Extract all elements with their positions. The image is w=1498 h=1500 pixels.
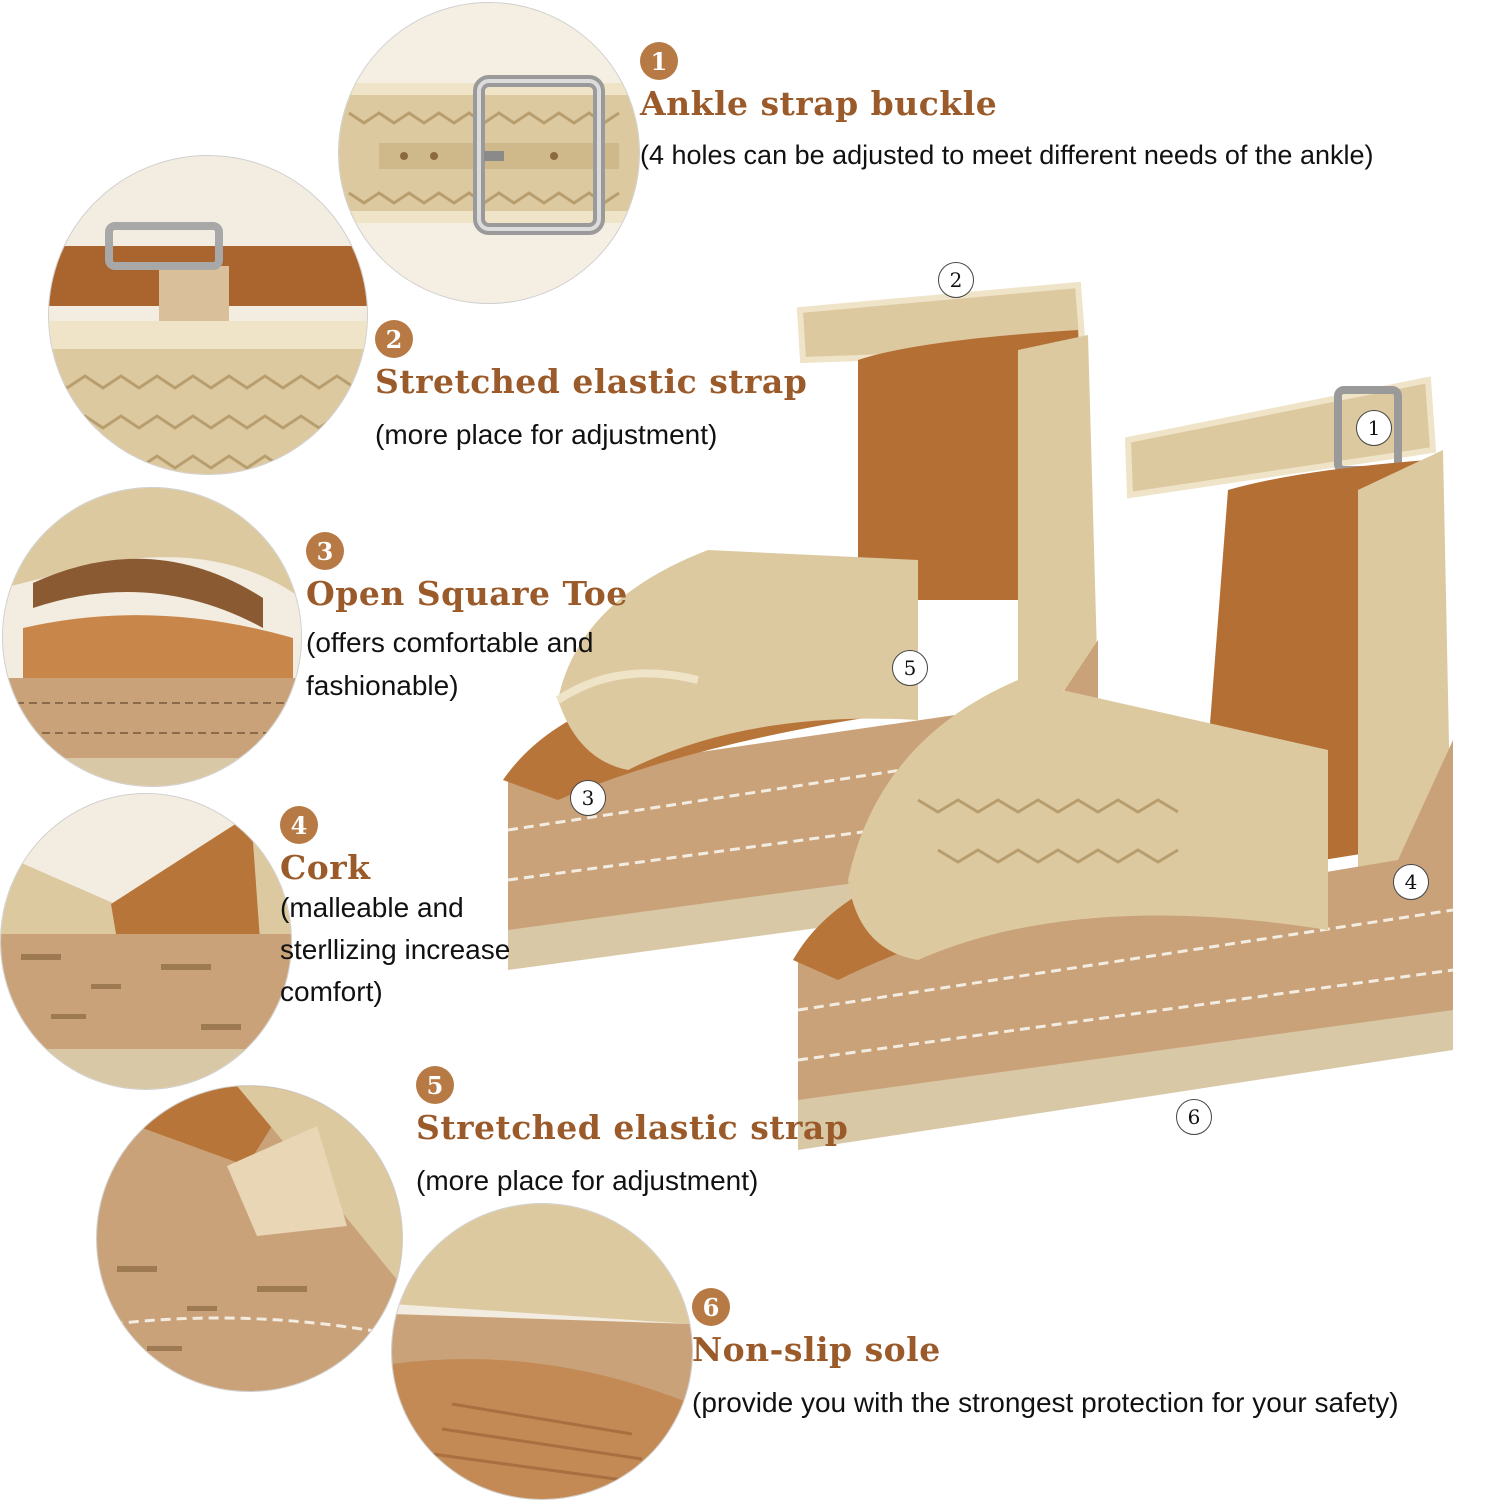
sole-detail-image: [392, 1204, 692, 1499]
product-marker-1: 1: [1356, 410, 1392, 446]
callout-number-badge: 1: [640, 42, 678, 80]
detail-circle-toe: [2, 487, 302, 787]
callout-number-badge: 3: [306, 532, 344, 570]
product-sandals-image: [503, 281, 1454, 1150]
callout-number-badge: 5: [416, 1066, 454, 1104]
callout-stretched-elastic-strap-side: 5 Stretched elastic strap (more place fo…: [416, 1066, 848, 1201]
callout-title: Open Square Toe: [306, 574, 628, 613]
detail-circle-cork: [0, 793, 292, 1090]
strap-detail-image: [49, 156, 367, 474]
detail-circle-elastic: [96, 1085, 403, 1392]
cork-detail-image: [1, 794, 291, 1089]
callout-ankle-strap-buckle: 1 Ankle strap buckle (4 holes can be adj…: [640, 42, 1373, 175]
product-marker-3: 3: [570, 780, 606, 816]
callout-stretched-elastic-strap-top: 2 Stretched elastic strap (more place fo…: [375, 320, 807, 455]
callout-non-slip-sole: 6 Non-slip sole (provide you with the st…: [692, 1288, 1399, 1423]
detail-circle-buckle: [338, 2, 640, 304]
product-marker-5: 5: [892, 650, 928, 686]
callout-description: (malleable and sterllizing increase comf…: [280, 892, 511, 1007]
product-marker-2: 2: [938, 262, 974, 298]
callout-title: Stretched elastic strap: [416, 1108, 849, 1147]
callout-description: (more place for adjustment): [375, 419, 718, 450]
front-sandal: [793, 376, 1454, 1150]
detail-circle-strap: [48, 155, 368, 475]
detail-circle-sole: [391, 1203, 693, 1500]
callout-number-badge: 2: [375, 320, 413, 358]
callout-description: (4 holes can be adjusted to meet differe…: [640, 140, 1374, 170]
callout-number-badge: 4: [280, 806, 318, 844]
callout-description: (provide you with the strongest protecti…: [692, 1387, 1399, 1418]
elastic-detail-image: [97, 1086, 402, 1391]
callout-open-square-toe: 3 Open Square Toe (offers comfortable an…: [306, 532, 628, 707]
product-marker-6: 6: [1176, 1099, 1212, 1135]
callout-title: Stretched elastic strap: [375, 362, 808, 401]
callout-title: Cork: [280, 848, 371, 887]
product-marker-4: 4: [1393, 864, 1429, 900]
toe-detail-image: [3, 488, 301, 786]
callout-description: (more place for adjustment): [416, 1165, 759, 1196]
buckle-detail-image: [339, 3, 639, 303]
callout-title: Non-slip sole: [692, 1330, 941, 1369]
callout-cork: 4 Cork (malleable and sterllizing increa…: [280, 806, 510, 1013]
callout-number-badge: 6: [692, 1288, 730, 1326]
callout-title: Ankle strap buckle: [640, 84, 998, 123]
callout-description: (offers comfortable and fashionable): [306, 627, 594, 701]
